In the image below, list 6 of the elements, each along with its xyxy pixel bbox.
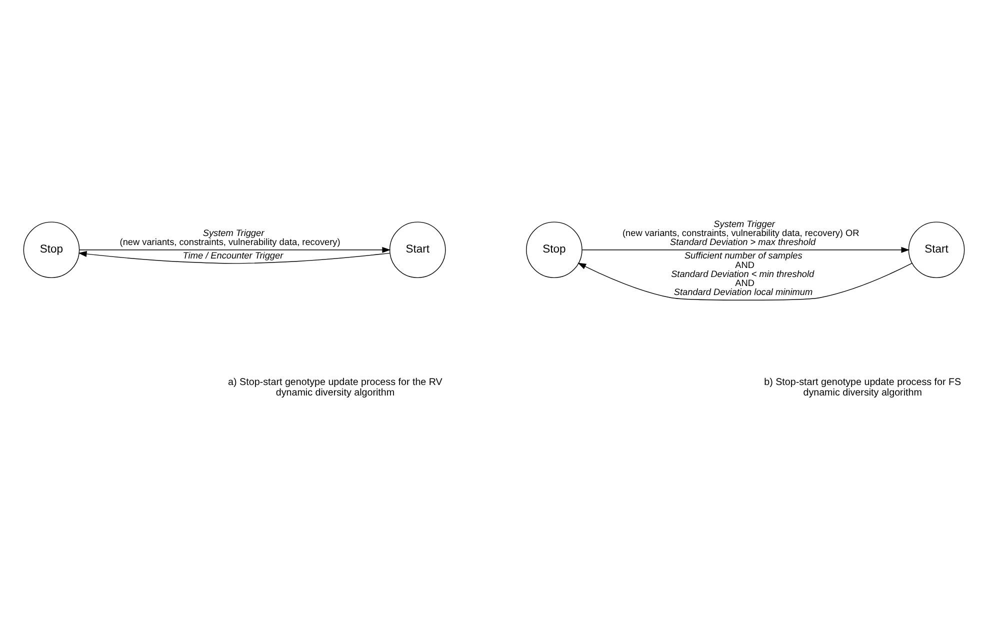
label: b) Stop-start genotype update process for FS dynamic diversity algorithm [764,376,962,398]
edge-label: Time / Encounter Trigger [182,250,284,261]
edge-label: System Trigger (new variants, constraints, vulnerability data, recovery) OR Standard Deviation > max threshold [622,218,860,248]
edge-label: Sufficient number of samples AND Standard Deviation < min threshold AND Standard Deviation local minimum [671,250,814,298]
edge-label: System Trigger (new variants, constraints, vulnerability data, recovery) [120,228,340,248]
label: a) Stop-start genotype update process for the RV dynamic diversity algorithm [228,376,442,398]
